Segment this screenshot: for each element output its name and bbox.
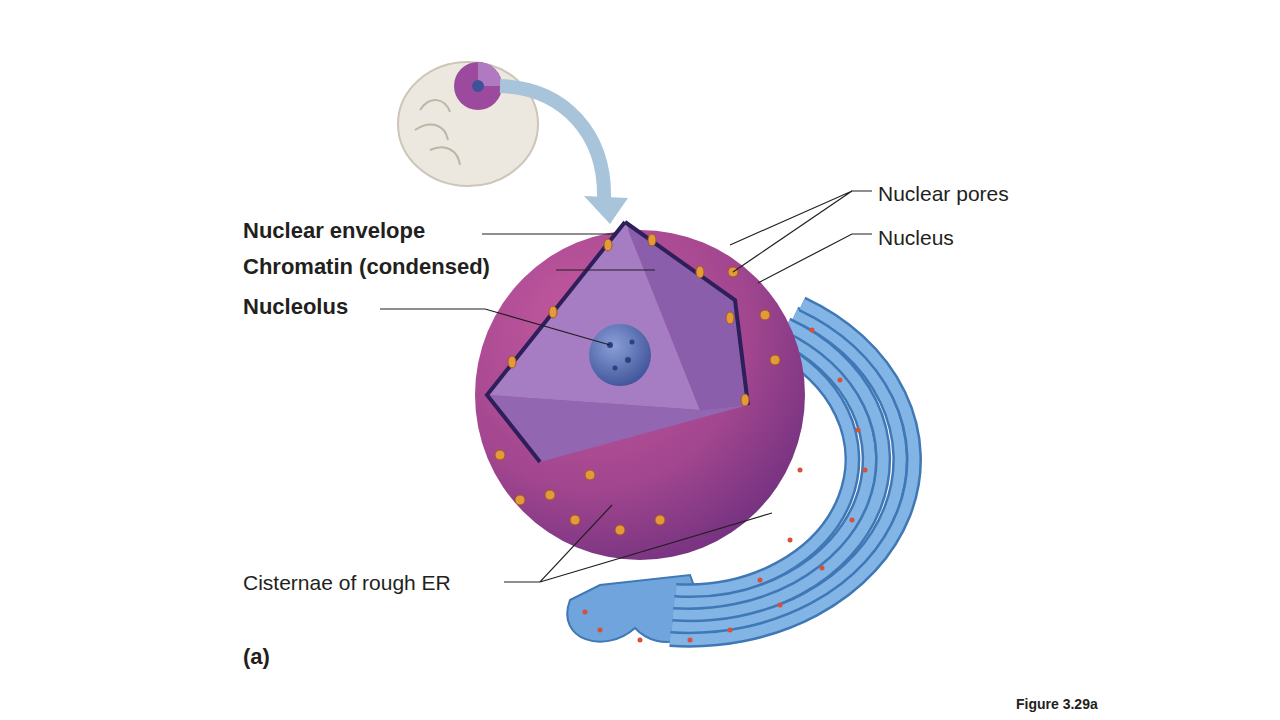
figure-number: Figure 3.29a — [1016, 697, 1098, 712]
leader-lines — [380, 191, 872, 582]
part-label: Nuclear pores — [878, 182, 1009, 205]
part-label: Nuclear envelope — [243, 219, 425, 243]
part-label: Nucleolus — [243, 295, 348, 319]
part-label: Nucleus — [878, 226, 954, 249]
zoom-arrow — [500, 86, 628, 224]
panel-letter: (a) — [243, 645, 270, 669]
part-label: Chromatin (condensed) — [243, 255, 490, 279]
part-label: Cisternae of rough ER — [243, 571, 451, 594]
nucleus-sphere — [475, 222, 805, 560]
